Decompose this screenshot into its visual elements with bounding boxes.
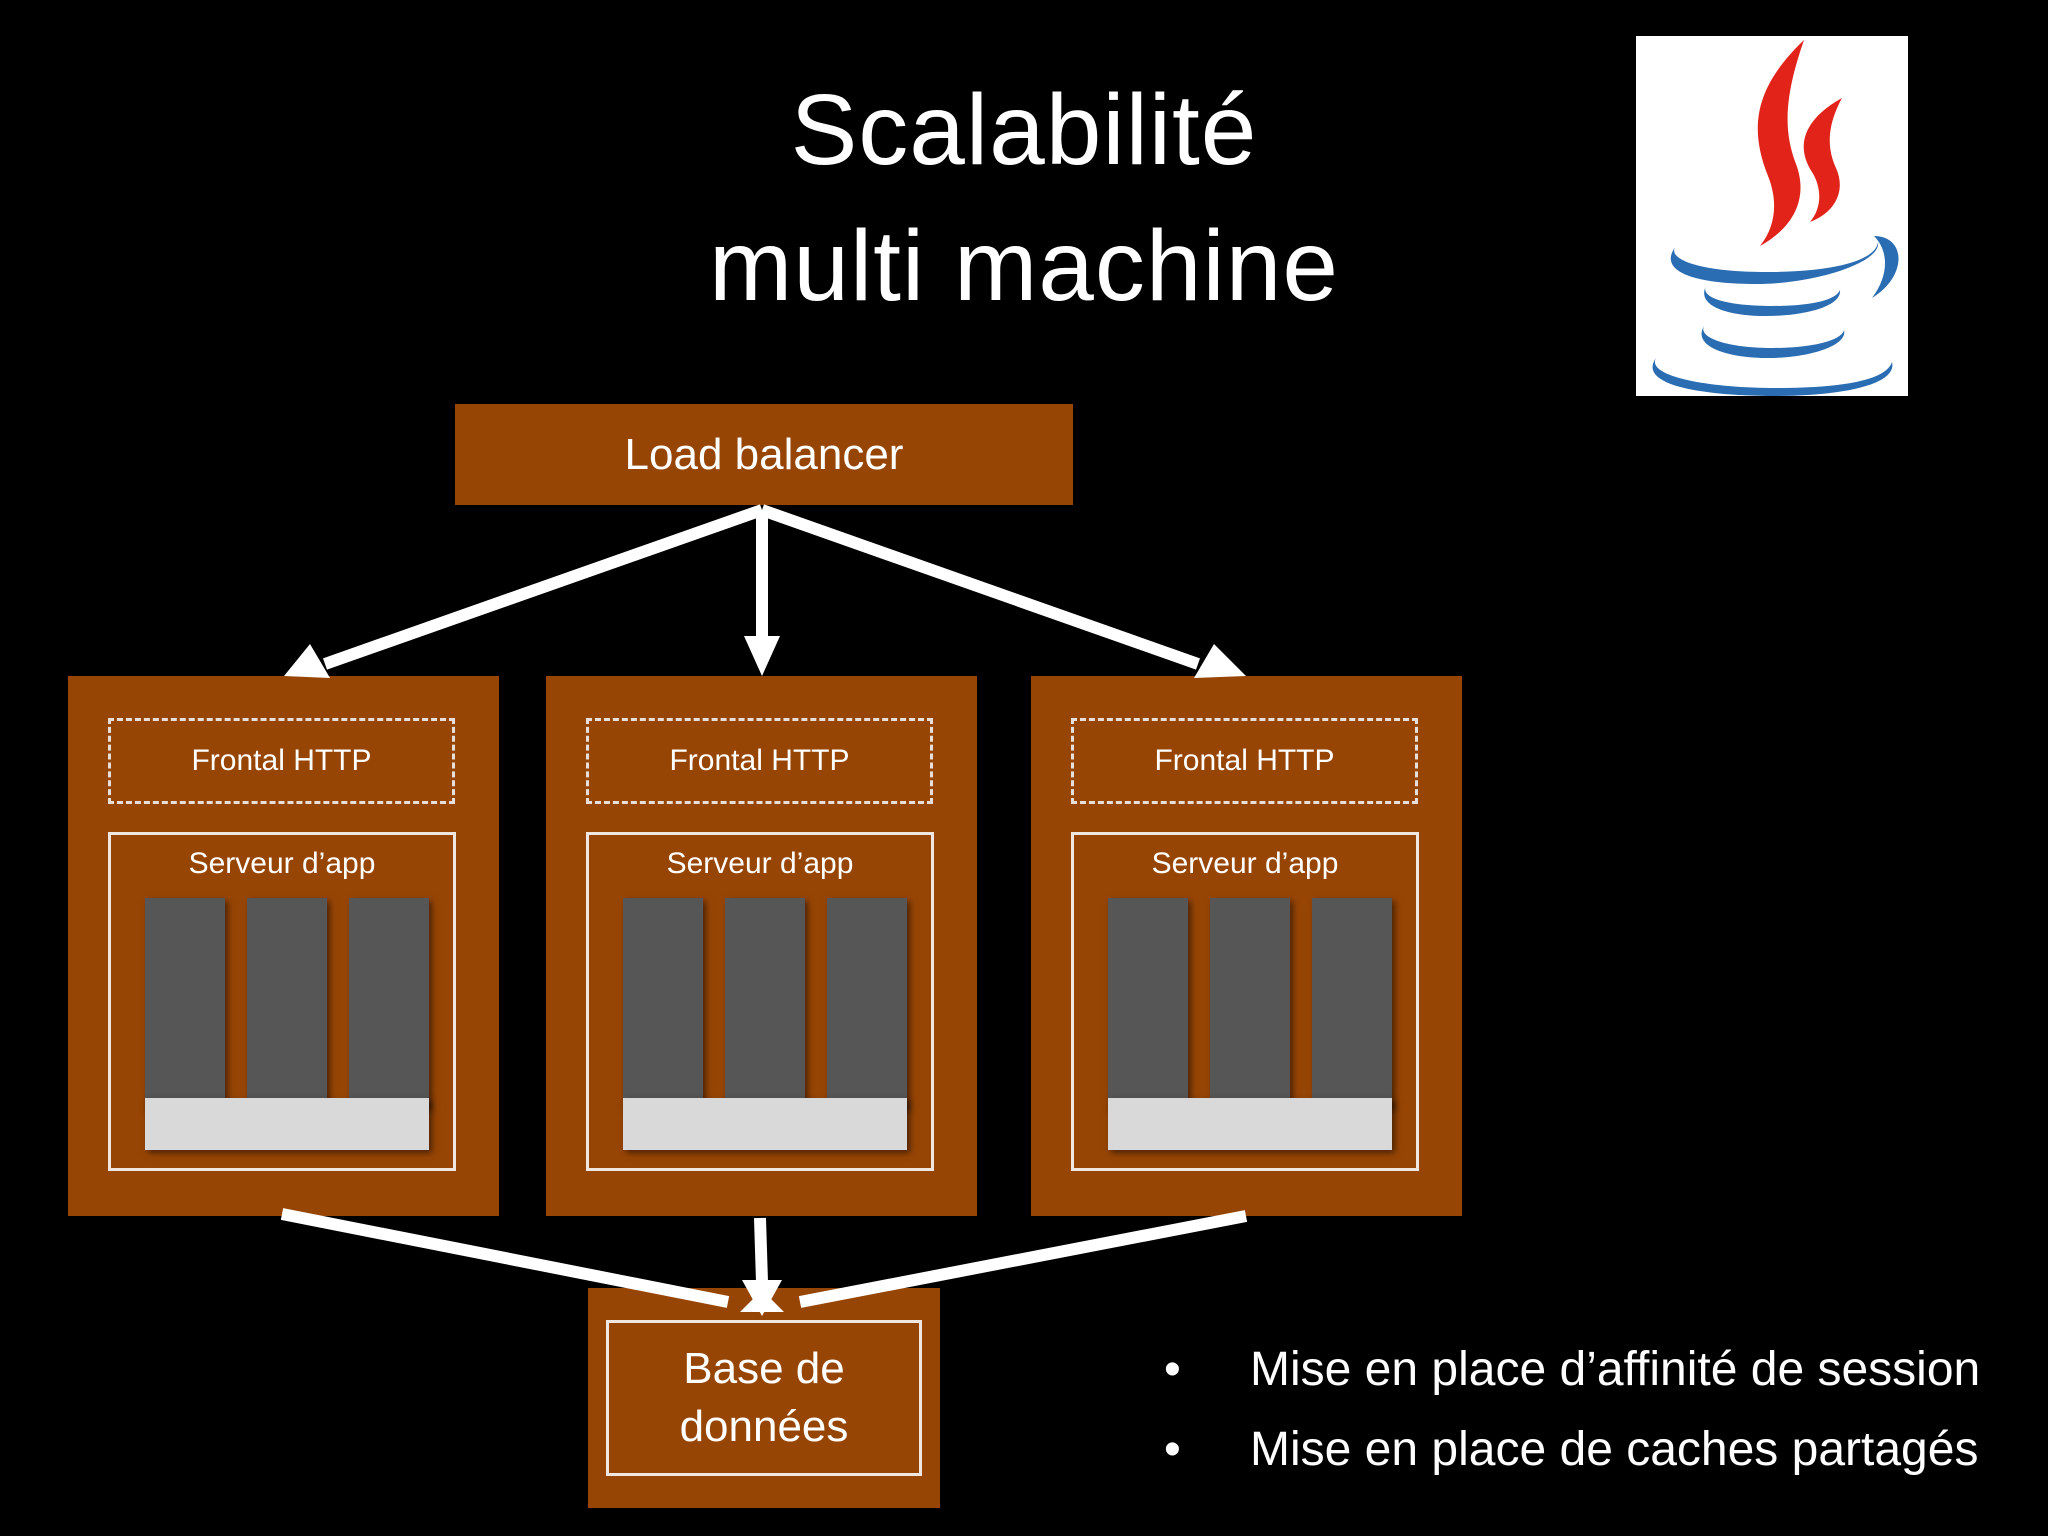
arrowhead-server-3 <box>1194 644 1246 678</box>
arrow-server-2-to-db <box>754 1217 768 1283</box>
app-column <box>349 898 429 1108</box>
title-line-1: Scalabilité <box>790 74 1258 186</box>
bullet-text: Mise en place de caches partagés <box>1250 1423 1979 1476</box>
app-column <box>1108 898 1188 1108</box>
bullet-item: • Mise en place de caches partagés <box>1160 1410 2020 1490</box>
database-inner-box: Base de données <box>606 1320 922 1476</box>
java-logo-svg <box>1652 40 1899 396</box>
bullet-list: • Mise en place d’affinité de session • … <box>1160 1330 2020 1490</box>
bullet-text: Mise en place d’affinité de session <box>1250 1343 1981 1396</box>
server-machine-1: Frontal HTTP Serveur d’app <box>68 676 499 1216</box>
app-server-label: Serveur d’app <box>188 847 376 880</box>
frontal-http-box: Frontal HTTP <box>108 718 455 804</box>
app-server-box: Serveur d’app <box>586 832 934 1171</box>
frontal-http-label: Frontal HTTP <box>191 744 372 777</box>
java-logo-icon <box>1636 36 1908 396</box>
frontal-http-box: Frontal HTTP <box>586 718 933 804</box>
database-box: Base de données <box>588 1288 940 1508</box>
frontal-http-box: Frontal HTTP <box>1071 718 1418 804</box>
frontal-http-label: Frontal HTTP <box>1154 744 1335 777</box>
arrow-lb-to-server-3 <box>760 504 1200 670</box>
arrowhead-server-1 <box>284 644 330 678</box>
load-balancer-label: Load balancer <box>624 429 904 479</box>
slide-title: Scalabilité multi machine <box>640 62 1408 334</box>
bullet-marker: • <box>1164 1343 1181 1396</box>
app-server-box: Serveur d’app <box>108 832 456 1171</box>
app-column <box>1210 898 1290 1108</box>
database-label-line-2: données <box>679 1402 849 1451</box>
app-column <box>623 898 703 1108</box>
arrowhead-server-2 <box>744 636 780 676</box>
bullet-marker: • <box>1164 1423 1181 1476</box>
app-server-label: Serveur d’app <box>666 847 854 880</box>
app-column <box>827 898 907 1108</box>
arrow-lb-to-server-1 <box>323 504 764 670</box>
server-machine-3: Frontal HTTP Serveur d’app <box>1031 676 1462 1216</box>
load-balancer-box: Load balancer <box>455 404 1073 505</box>
app-base-bar <box>623 1098 907 1150</box>
app-base-bar <box>1108 1098 1392 1150</box>
app-column <box>1312 898 1392 1108</box>
database-label-line-1: Base de <box>683 1344 845 1393</box>
app-column <box>247 898 327 1108</box>
app-server-box: Serveur d’app <box>1071 832 1419 1171</box>
server-machine-2: Frontal HTTP Serveur d’app <box>546 676 977 1216</box>
app-server-label: Serveur d’app <box>1151 847 1339 880</box>
app-column <box>725 898 805 1108</box>
app-column <box>145 898 225 1108</box>
app-base-bar <box>145 1098 429 1150</box>
title-line-2: multi machine <box>709 210 1339 322</box>
frontal-http-label: Frontal HTTP <box>669 744 850 777</box>
bullet-item: • Mise en place d’affinité de session <box>1160 1330 2020 1410</box>
